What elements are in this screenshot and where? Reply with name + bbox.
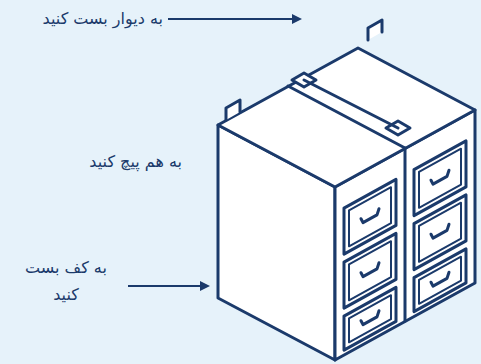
leader-arrow <box>128 285 208 287</box>
drawer-panel <box>419 257 461 304</box>
drawer-handle <box>361 311 379 325</box>
drawer-handle <box>431 224 449 238</box>
instruction-label: به هم پیچ کنید <box>89 148 182 175</box>
drawer-handle <box>361 263 379 277</box>
drawer-handle <box>431 170 449 184</box>
drawer-handle <box>361 209 379 223</box>
drawer-front <box>414 249 466 312</box>
drawer-front <box>344 287 396 350</box>
leader-arrow <box>168 18 300 20</box>
drawer-handle <box>431 272 449 286</box>
drawer-panel <box>419 203 461 262</box>
drawer-panel <box>349 295 391 342</box>
instruction-label: به کف بست کنید <box>20 254 112 308</box>
drawer-panel <box>349 241 391 300</box>
instruction-label: به دیوار بست کنید <box>43 5 163 32</box>
drawer-panel <box>349 187 391 246</box>
drawer-panel <box>419 149 461 208</box>
